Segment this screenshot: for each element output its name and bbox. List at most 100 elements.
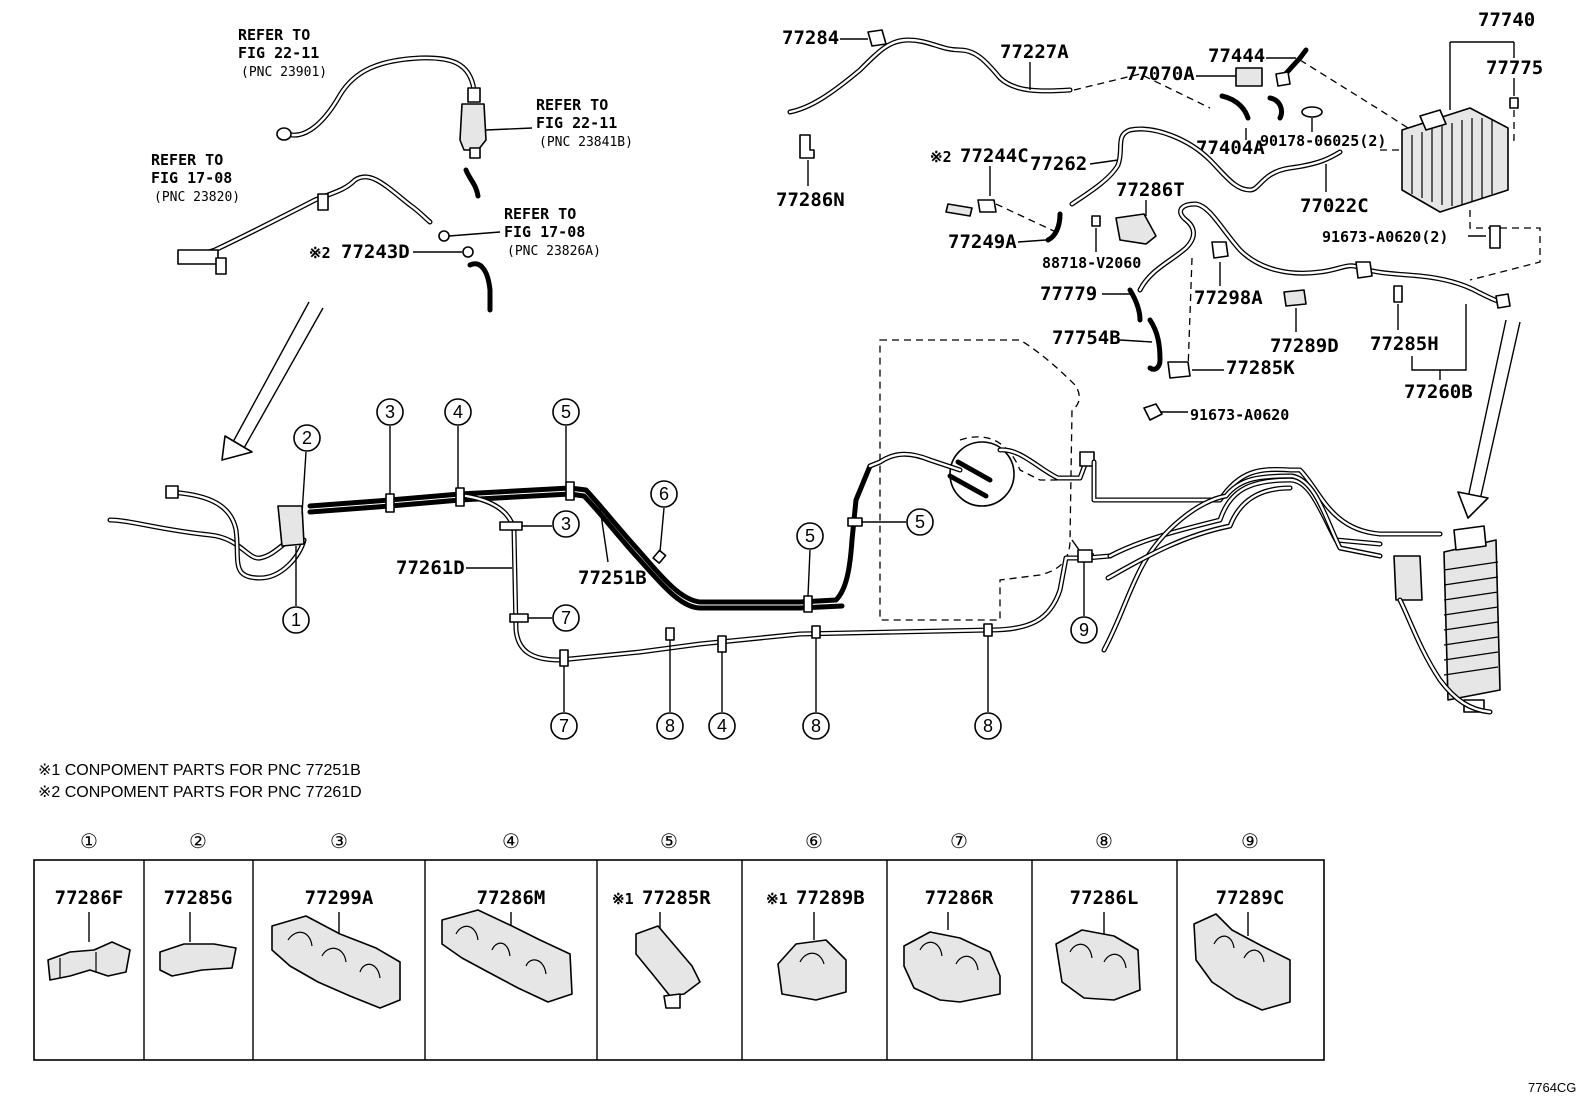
- label-77286n: 77286N: [776, 189, 845, 211]
- ref-2-title: REFER TO: [536, 96, 608, 114]
- label-77260b: 77260B: [1404, 381, 1473, 403]
- clamp-drawing-8: [1055, 912, 1141, 1001]
- mark-77244c: ※2: [930, 148, 952, 166]
- clamp-mark-5: ※1: [612, 890, 634, 908]
- label-77022c: 77022C: [1300, 195, 1369, 217]
- arrow-right: [1457, 491, 1489, 519]
- clip-77285h: [1393, 285, 1403, 303]
- top-right-parts: 77284 77227A 77286N 77740 77775 77444: [776, 9, 1543, 424]
- ref-1-pnc: (PNC 23901): [241, 65, 327, 80]
- connector-77298a: [1211, 241, 1229, 259]
- label-77261d: 77261D: [396, 557, 465, 579]
- hose-end-fitting: [276, 127, 292, 141]
- callout-5c: 5: [915, 512, 925, 532]
- label-77284: 77284: [782, 27, 839, 49]
- mark-77243d: ※2: [309, 244, 331, 262]
- ref-2-fig: FIG 22-11: [536, 114, 617, 132]
- clamp-drawing-3: [271, 912, 401, 1009]
- bolt-91673: [1143, 403, 1163, 421]
- ref-1-fig: FIG 22-11: [238, 44, 319, 62]
- label-91673-b: 91673-A0620: [1190, 406, 1289, 424]
- label-77251b: 77251B: [578, 567, 647, 589]
- vsv-77070a: [1235, 67, 1263, 87]
- fuel-pump-sender: [947, 441, 1015, 507]
- clamp-table: ① ② ③ ④ ⑤ ⑥ ⑦ ⑧ ⑨ 77286F 77285G 77299A 7…: [33, 829, 1325, 1061]
- main-routing: [107, 447, 1501, 715]
- label-77243d: 77243D: [341, 241, 410, 263]
- clamp-markers: [385, 481, 1093, 667]
- label-77286t: 77286T: [1116, 179, 1185, 201]
- clamp-num-9: ⑨: [1241, 829, 1259, 853]
- label-77249a: 77249A: [948, 231, 1017, 253]
- callout-7a: 7: [561, 608, 571, 628]
- clamp-mark-6: ※1: [766, 890, 788, 908]
- label-77289d: 77289D: [1270, 335, 1339, 357]
- clamp-drawing-1: [47, 912, 131, 981]
- clamp-table-frame: [33, 859, 1325, 1061]
- clamp-num-4: ④: [502, 829, 520, 853]
- hose-connector: [467, 87, 481, 103]
- ref-4-fig: FIG 17-08: [504, 223, 585, 241]
- label-77285h: 77285H: [1370, 333, 1439, 355]
- clamp-num-3: ③: [330, 829, 348, 853]
- callout-2: 2: [302, 428, 312, 448]
- callout-5b: 5: [805, 526, 815, 546]
- spring-77244c: [945, 203, 973, 217]
- label-77444: 77444: [1208, 45, 1265, 67]
- label-77404a: 77404A: [1196, 137, 1265, 159]
- clamp-drawing-9: [1193, 912, 1291, 1011]
- clamp-part-77286r: 77286R: [925, 887, 994, 909]
- callout-4b: 4: [717, 716, 727, 736]
- callout-9: 9: [1079, 620, 1089, 640]
- label-77227a: 77227A: [1000, 41, 1069, 63]
- ref-4-pnc: (PNC 23826A): [507, 244, 601, 259]
- clamp-part-77299a: 77299A: [305, 887, 374, 909]
- tube-77251b: [307, 463, 873, 605]
- vapor-tube-bundle-1: [1091, 459, 1443, 537]
- callout-5a: 5: [561, 402, 571, 422]
- clamp-assembly-1-2: [277, 505, 305, 547]
- label-90178: 90178-06025(2): [1260, 132, 1386, 150]
- ref-2-pnc: (PNC 23841B): [539, 135, 633, 150]
- label-77262: 77262: [1030, 153, 1087, 175]
- clamp-num-7: ⑦: [950, 829, 968, 853]
- clamp-drawing-2: [159, 912, 237, 977]
- clamp-drawing-4: [441, 909, 573, 1003]
- label-77775: 77775: [1486, 57, 1543, 79]
- callout-8a: 8: [665, 716, 675, 736]
- clamp-part-77289b: 77289B: [796, 887, 865, 909]
- label-88718: 88718-V2060: [1042, 254, 1141, 272]
- clamp-77285k: [1167, 361, 1191, 379]
- clamp-num-2: ②: [189, 829, 207, 853]
- clamp-part-77286f: 77286F: [55, 887, 124, 909]
- tube-77754b: [1147, 317, 1163, 372]
- bolt-91673-2: [1489, 225, 1501, 249]
- ref-3-fig: FIG 17-08: [151, 169, 232, 187]
- fuel-tank-outline: [879, 339, 1080, 621]
- arrows: [221, 301, 1521, 519]
- ref-3-pnc: (PNC 23820): [154, 190, 240, 205]
- part-77284: [867, 29, 887, 47]
- grommet-90178: [1301, 106, 1323, 118]
- note-2: ※2 CONPOMENT PARTS FOR PNC 77261D: [38, 784, 362, 801]
- note-1: ※1 CONPOMENT PARTS FOR PNC 77251B: [38, 762, 361, 779]
- clamp-part-77285g: 77285G: [164, 887, 233, 909]
- clamp-drawing-5: [635, 912, 701, 1009]
- clamp-drawing-7: [903, 912, 1001, 1003]
- charcoal-canister: [1443, 525, 1501, 713]
- clip-77243d: [462, 246, 474, 258]
- label-77285k: 77285K: [1226, 357, 1295, 379]
- fuel-inlet-pipe: [177, 249, 219, 265]
- clamp-num-5: ⑤: [660, 829, 678, 853]
- clamp-part-77286l: 77286L: [1070, 887, 1139, 909]
- clamp-drawing-6: [777, 912, 847, 1001]
- label-77754b: 77754B: [1052, 327, 1121, 349]
- clamp-part-77286m: 77286M: [477, 887, 546, 909]
- vent-valve-body: [459, 103, 487, 151]
- filler-pipe: [107, 517, 293, 561]
- clamp-num-6: ⑥: [805, 829, 823, 853]
- clamp-77289d: [1283, 289, 1307, 307]
- ref-4-title: REFER TO: [504, 205, 576, 223]
- callout-3b: 3: [561, 514, 571, 534]
- bracket-77286t: [1115, 213, 1157, 245]
